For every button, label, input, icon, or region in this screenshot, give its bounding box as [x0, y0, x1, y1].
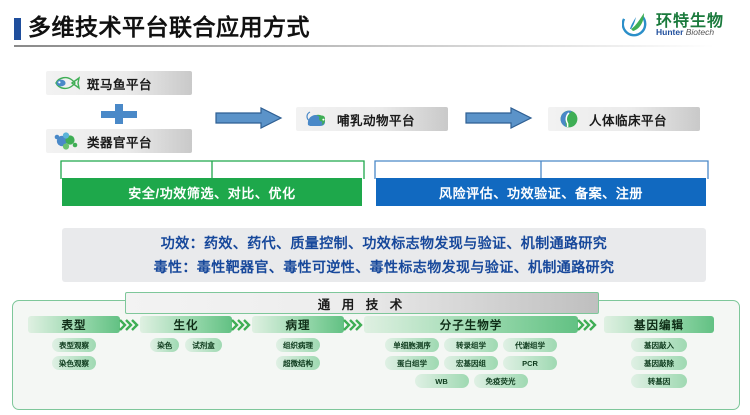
- tech-pills-2: 组织病理 超微结构: [252, 338, 344, 370]
- slide-header: 多维技术平台联合应用方式 环特生物 Hunter Biotech: [0, 0, 750, 52]
- tech-pills-1: 染色 试剂盒: [140, 338, 232, 352]
- logo-cn-text: 环特生物: [656, 13, 725, 30]
- tech-pill[interactable]: 转基因: [631, 374, 687, 388]
- general-tech-heading: 通 用 技 术: [125, 292, 599, 314]
- general-tech-heading-label: 通 用 技 术: [317, 297, 407, 312]
- title-accent-bar: [14, 18, 21, 40]
- blue-bracket-connector: [374, 160, 709, 179]
- tech-pill[interactable]: 染色: [150, 338, 180, 352]
- triple-chevron-right-icon-1: [231, 319, 251, 331]
- band-green-screening: 安全/功效筛选、对比、优化: [62, 178, 362, 206]
- platform-chip-organoid[interactable]: 类器官平台: [46, 129, 192, 153]
- tech-pills-3: 单细胞测序 转录组学 代谢组学 蛋白组学 宏基因组 PCR WB 免疫荧光: [364, 338, 578, 388]
- platform-chip-zebrafish[interactable]: 斑马鱼平台: [46, 71, 192, 95]
- tech-column-biochemistry[interactable]: 生化 染色 试剂盒: [140, 316, 232, 352]
- green-bracket-connector: [60, 160, 365, 179]
- tech-pill[interactable]: 蛋白组学: [385, 356, 439, 370]
- tech-pill[interactable]: 表型观察: [52, 338, 96, 352]
- right-arrow-icon-2: [465, 107, 533, 129]
- title-divider: [14, 45, 714, 47]
- tech-column-title-2: 病理: [252, 316, 344, 333]
- leaf-swirl-logo-icon: [622, 11, 647, 37]
- tech-column-title-0: 表型: [28, 316, 120, 333]
- tech-pill[interactable]: 染色观察: [52, 356, 96, 370]
- tech-pill[interactable]: 基因敲除: [631, 356, 687, 370]
- summary-line-efficacy: 功效：药效、药代、质量控制、功效标志物发现与验证、机制通路研究: [160, 235, 608, 251]
- right-arrow-icon-1: [215, 107, 283, 129]
- triple-chevron-right-icon-3: [577, 319, 597, 331]
- tech-column-gene-editing[interactable]: 基因编辑 基因敲入 基因敲除 转基因: [604, 316, 714, 388]
- summary-line-toxicity: 毒性：毒性靶器官、毒性可逆性、毒性标志物发现与验证、机制通路研究: [153, 259, 615, 275]
- tech-pill[interactable]: PCR: [503, 356, 557, 370]
- tech-column-phenotype[interactable]: 表型 表型观察 染色观察: [28, 316, 120, 370]
- page-title: 多维技术平台联合应用方式: [28, 14, 310, 40]
- organoid-icon: [54, 132, 78, 150]
- summary-box: 功效：药效、药代、质量控制、功效标志物发现与验证、机制通路研究 毒性：毒性靶器官…: [62, 228, 706, 282]
- human-head-icon: [560, 110, 578, 128]
- tech-pill[interactable]: 试剂盒: [185, 338, 222, 352]
- platform-chip-human[interactable]: 人体临床平台: [548, 107, 700, 131]
- tech-pills-0: 表型观察 染色观察: [28, 338, 120, 370]
- tech-pill[interactable]: 免疫荧光: [473, 374, 528, 388]
- triple-chevron-right-icon-2: [343, 319, 363, 331]
- platform-label-mammal: 哺乳动物平台: [337, 113, 416, 128]
- tech-pill[interactable]: 转录组学: [444, 338, 498, 352]
- tech-pill[interactable]: 单细胞测序: [385, 338, 439, 352]
- tech-pill[interactable]: 代谢组学: [503, 338, 557, 352]
- tech-pill[interactable]: WB: [414, 374, 469, 388]
- tech-pills-4: 基因敲入 基因敲除 转基因: [604, 338, 714, 388]
- mouse-icon: [306, 111, 325, 126]
- tech-column-title-3: 分子生物学: [364, 316, 578, 333]
- tech-column-title-4: 基因编辑: [604, 316, 714, 333]
- platform-chip-mammal[interactable]: 哺乳动物平台: [296, 107, 448, 131]
- platform-label-human: 人体临床平台: [589, 113, 668, 128]
- tech-column-title-1: 生化: [140, 316, 232, 333]
- logo-en-light: Biotech: [683, 27, 715, 37]
- tech-pill[interactable]: 组织病理: [276, 338, 320, 352]
- plus-icon: [101, 104, 137, 124]
- platform-label-organoid: 类器官平台: [87, 135, 153, 150]
- logo-en-bold: Hunter: [656, 27, 684, 37]
- platform-label-zebrafish: 斑马鱼平台: [87, 77, 153, 92]
- fish-icon: [55, 76, 80, 90]
- brand-logo: 环特生物 Hunter Biotech: [622, 6, 738, 44]
- tech-column-molecular-biology[interactable]: 分子生物学 单细胞测序 转录组学 代谢组学 蛋白组学 宏基因组 PCR WB 免…: [364, 316, 578, 388]
- logo-en-text: Hunter Biotech: [656, 27, 714, 37]
- tech-column-pathology[interactable]: 病理 组织病理 超微结构: [252, 316, 344, 370]
- band-blue-registration: 风险评估、功效验证、备案、注册: [376, 178, 706, 206]
- triple-chevron-right-icon-0: [119, 319, 139, 331]
- tech-pill[interactable]: 基因敲入: [631, 338, 687, 352]
- tech-pill[interactable]: 宏基因组: [444, 356, 498, 370]
- tech-pill[interactable]: 超微结构: [276, 356, 320, 370]
